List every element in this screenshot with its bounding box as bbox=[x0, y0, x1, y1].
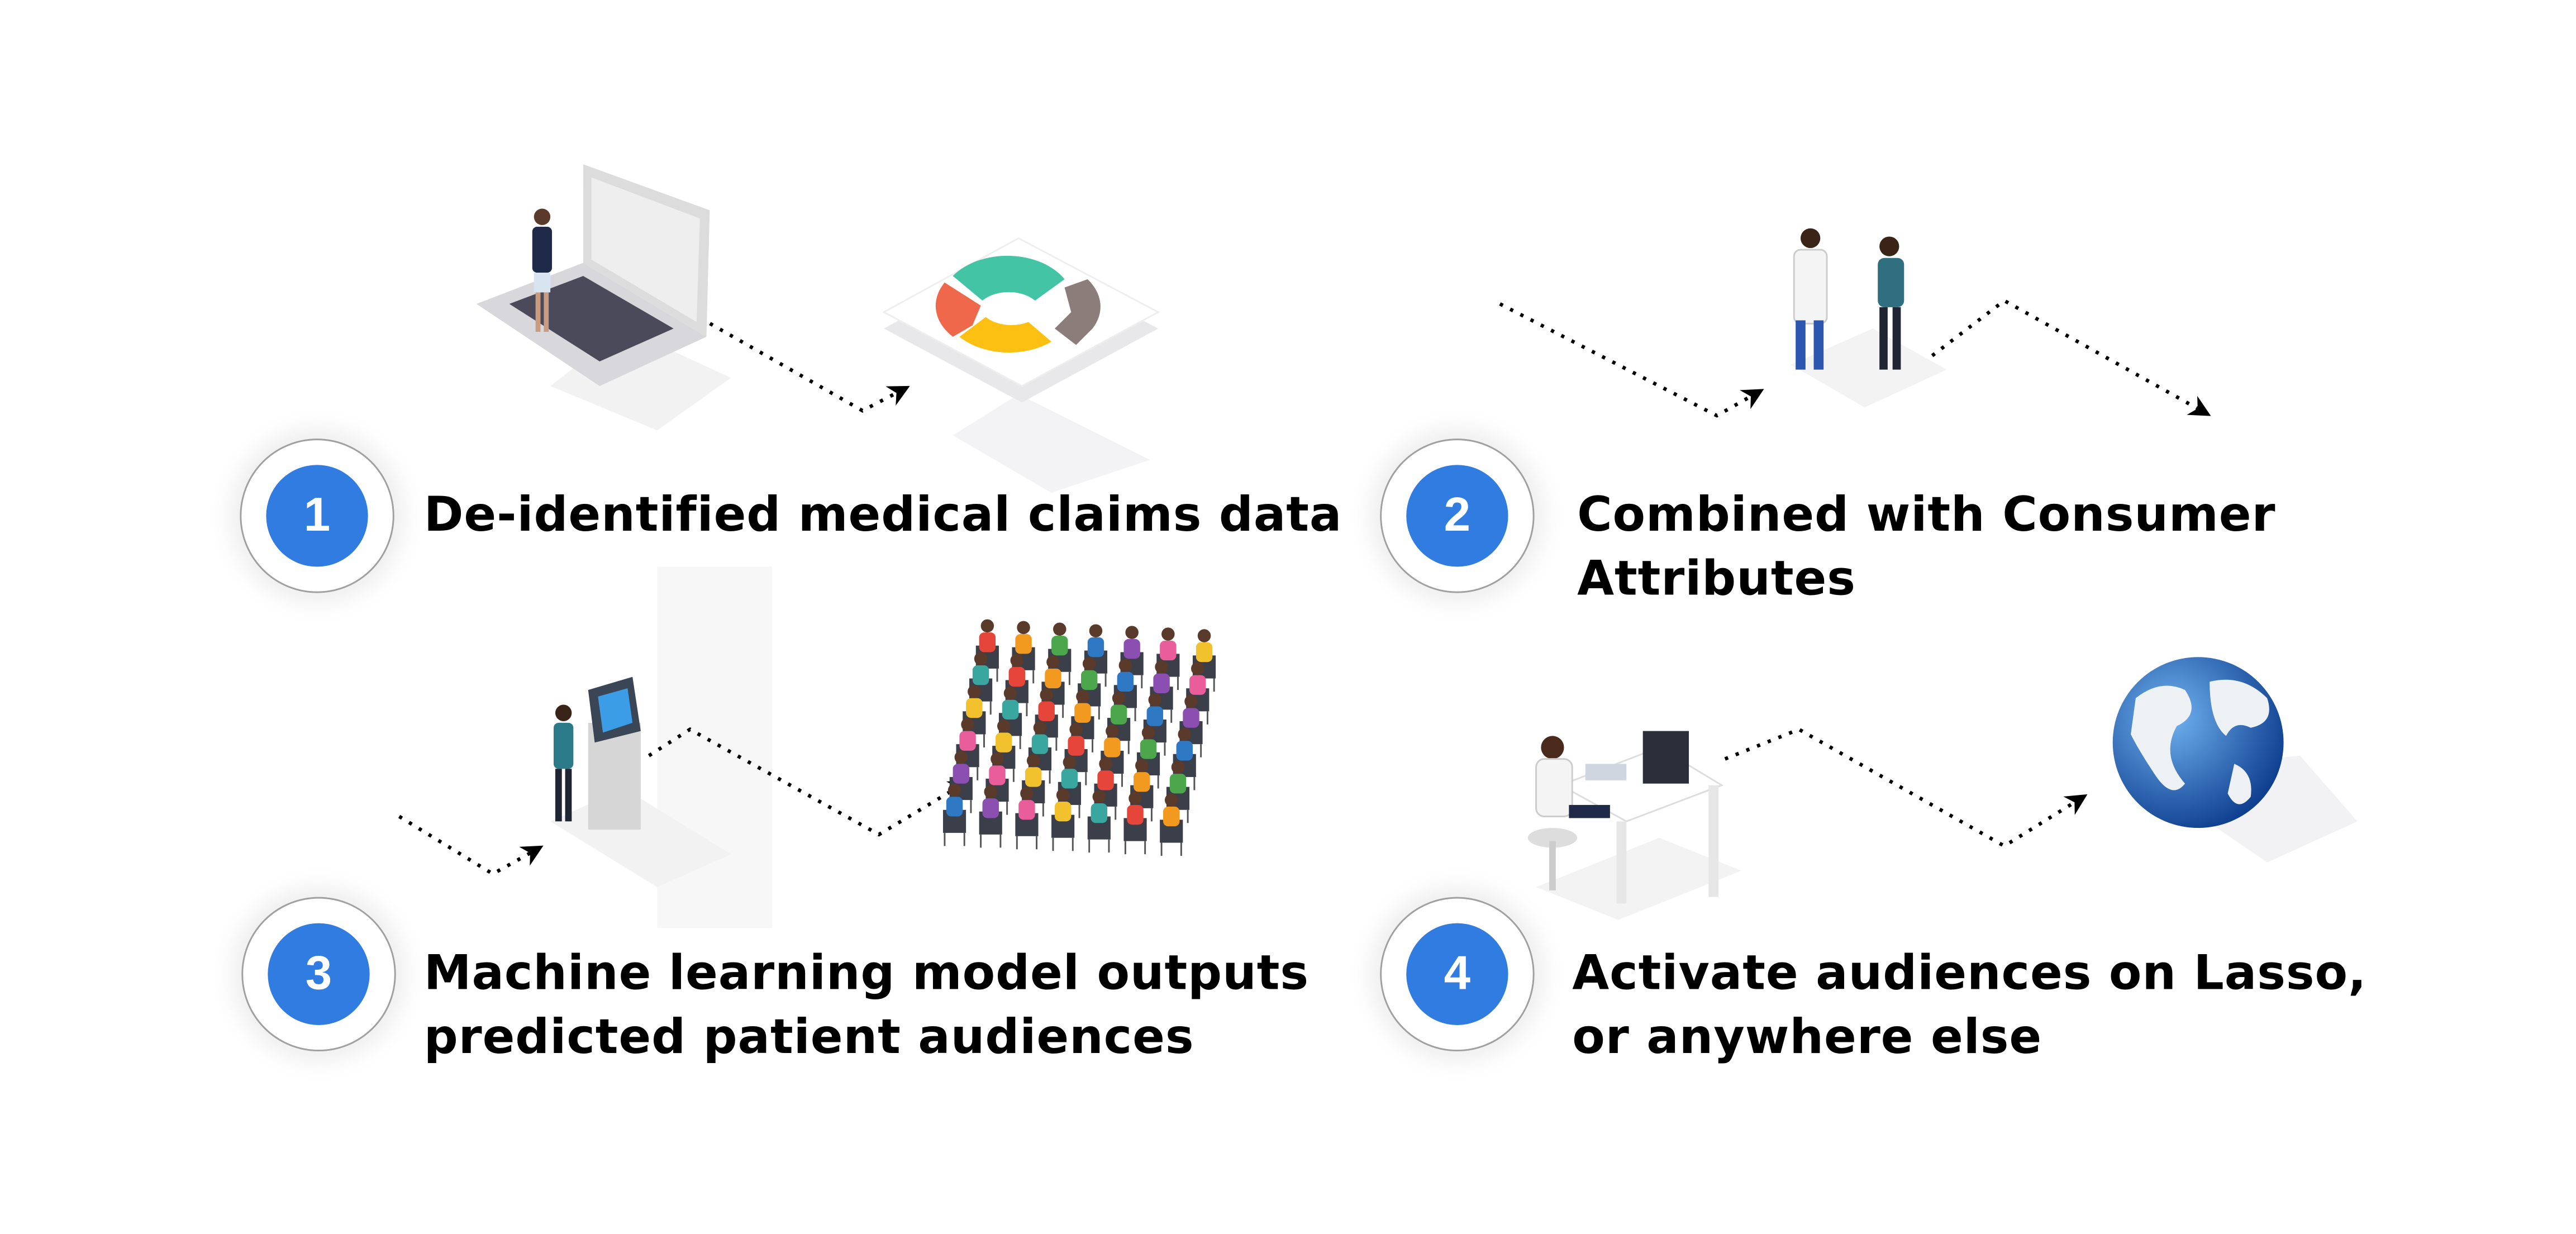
step-3-badge: 3 bbox=[241, 897, 396, 1052]
audience-person bbox=[942, 783, 966, 846]
step-1-text: De-identified medical claims data bbox=[423, 486, 1342, 542]
step-3-number: 3 bbox=[268, 923, 370, 1025]
step-4-text: Activate audiences on Lasso, or anywhere… bbox=[1572, 944, 2367, 1065]
audience-person bbox=[1058, 755, 1081, 818]
audience-person bbox=[1051, 788, 1075, 851]
dotted-arrow-4 bbox=[1724, 727, 2088, 849]
step-3-text: Machine learning model outputs predicted… bbox=[423, 944, 1310, 1065]
donut-chart-illustration bbox=[882, 237, 1160, 493]
step-2-badge: 2 bbox=[1380, 439, 1535, 593]
globe-illustration bbox=[2112, 657, 2358, 863]
audience-person bbox=[979, 785, 1002, 848]
laptop-illustration bbox=[476, 164, 731, 431]
doctor-desk-illustration bbox=[1527, 731, 1742, 920]
step-1-badge: 1 bbox=[240, 439, 394, 593]
doctor-patient-illustration bbox=[1791, 228, 1947, 408]
kiosk-illustration bbox=[550, 676, 731, 887]
dotted-arrow-3a bbox=[398, 814, 544, 876]
audience-person bbox=[1015, 787, 1039, 850]
step-4-badge: 4 bbox=[1380, 897, 1535, 1052]
dotted-arrow-2a bbox=[1499, 302, 1764, 418]
audience-illustration bbox=[942, 619, 1216, 856]
step-1-number: 1 bbox=[266, 465, 368, 567]
audience-person bbox=[1123, 792, 1147, 855]
dotted-arrow-3b bbox=[647, 727, 970, 837]
step-2-text: Combined with Consumer Attributes bbox=[1577, 486, 2276, 607]
audience-person bbox=[1087, 790, 1111, 853]
audience-person bbox=[1078, 657, 1101, 720]
step-2-number: 2 bbox=[1406, 465, 1508, 567]
dotted-arrow-1 bbox=[689, 310, 910, 413]
step-4-number: 4 bbox=[1406, 923, 1508, 1025]
audience-person bbox=[1160, 793, 1183, 856]
dotted-arrow-2b bbox=[1912, 298, 2211, 416]
